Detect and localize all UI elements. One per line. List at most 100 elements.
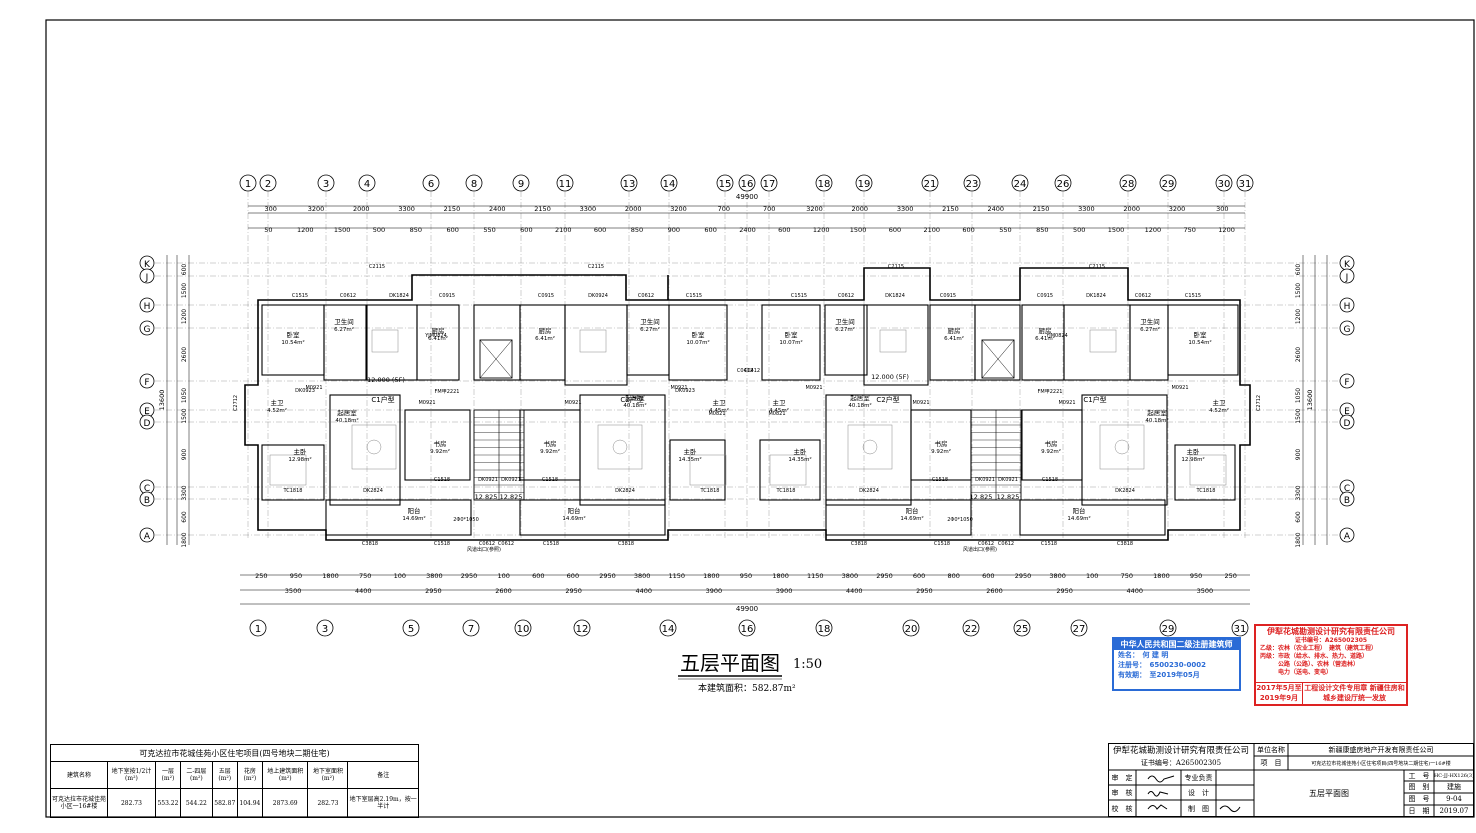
dim-text-top1: 2400 [987, 205, 1004, 213]
dim-text-top2: 850 [631, 226, 643, 234]
axis-number-top: 3 [323, 179, 329, 190]
room-wall [1167, 304, 1239, 376]
door-tag: M0921 [912, 400, 929, 406]
window-tag: TC1818 [776, 488, 796, 494]
sofa-set [351, 424, 397, 470]
window-tag: C0612 [1135, 293, 1151, 299]
dim-text-bottom2: 4400 [1127, 587, 1144, 595]
dim-text-bottom1: 100 [497, 572, 509, 580]
room-wall [261, 444, 325, 501]
dim-text-bottom2: 4400 [846, 587, 863, 595]
dim-right: 1800 [1295, 532, 1302, 547]
area-table-header: 一层(m²) [154, 761, 182, 789]
room-name: 主卧 [1187, 447, 1201, 456]
window-tag: DK2824 [615, 488, 635, 494]
room-name: 卧室 [287, 330, 301, 339]
dim-total-bottom: 49900 [736, 605, 758, 613]
dim-text-bottom1: 2950 [599, 572, 616, 580]
window-tag: C0915 [940, 293, 956, 299]
room-wall [1021, 304, 1065, 381]
room-area: 9.92m² [430, 448, 450, 455]
tb-role: 审 定 [1111, 773, 1133, 782]
door-tag: M0921 [670, 385, 687, 391]
room-area: 10.54m² [1188, 339, 1211, 346]
room-wall [759, 439, 821, 501]
stair-note: 风道出口(参照) [467, 546, 501, 553]
room-name: 主卧 [684, 447, 698, 456]
room-area: 4.52m² [267, 407, 287, 414]
axis-number-top: 8 [471, 179, 477, 190]
axis-bubble-left [139, 491, 155, 507]
room-area: 9.92m² [931, 448, 951, 455]
dim-right: 2600 [1295, 347, 1302, 362]
axis-number-top: 26 [1057, 179, 1070, 190]
room-area: 6.41m² [944, 335, 964, 342]
dim-text-top1: 3300 [580, 205, 597, 213]
window-tag: C1518 [543, 541, 559, 547]
dim-right: 1500 [1295, 408, 1302, 423]
dim-text-top2: 600 [962, 226, 974, 234]
dim-text-top2: 900 [668, 226, 680, 234]
tb-unit-label: 单位名称 [1257, 745, 1285, 754]
axis-bubble-bottom [249, 619, 267, 637]
axis-number-top: 6 [428, 179, 434, 190]
axis-bubble-bottom [962, 619, 980, 637]
room-area: 9.92m² [1041, 448, 1061, 455]
tb-meta-label: 图 别 [1408, 783, 1430, 791]
room-wall [1129, 304, 1169, 381]
dim-text-bottom1: 600 [567, 572, 579, 580]
axis-number-bottom: 5 [408, 624, 414, 635]
bed [1189, 454, 1227, 486]
tb-project-value: 可克达拉市花城佳苑小区住宅项目(四号地块二期住宅)一16#楼 [1311, 760, 1451, 767]
tb-meta-value: 建施 [1447, 783, 1461, 791]
window-tag: C1515 [791, 293, 807, 299]
other-tag: C2712 [1256, 395, 1262, 411]
room-wall [325, 499, 472, 536]
dim-text-top1: 2150 [534, 205, 551, 213]
room-area: 14.69m² [900, 515, 923, 522]
room-name: 阳台 [568, 506, 581, 515]
room-name: 主卫 [1213, 398, 1227, 407]
door-tag: DK0923 [295, 388, 315, 394]
dim-text-top1: 700 [763, 205, 775, 213]
architect-stamp-header: 中华人民共和国二级注册建筑师 [1114, 639, 1239, 650]
area-table-cell: 582.87 [211, 788, 238, 818]
window-tag: C1518 [434, 477, 450, 483]
dim-text-top1: 2150 [1033, 205, 1050, 213]
axis-bubble-bottom [514, 619, 532, 637]
window-tag: C1518 [932, 477, 948, 483]
dim-text-top2: 600 [778, 226, 790, 234]
sofa-set [847, 424, 893, 470]
room-wall [1019, 499, 1166, 536]
window-tag: DK1824 [1086, 293, 1106, 299]
dim-text-top2: 850 [410, 226, 422, 234]
window-tag: C0612 [638, 293, 654, 299]
dim-right: 3300 [1295, 485, 1302, 500]
dim-text-bottom1: 2950 [461, 572, 478, 580]
door-tag: M0821 [768, 411, 785, 417]
window-tag: C1518 [1042, 477, 1058, 483]
window-tag: DK2824 [1115, 488, 1135, 494]
door-tag: DK0923 [675, 388, 695, 394]
bed [269, 454, 307, 486]
area-table-header: 建筑名称 [50, 761, 108, 789]
dim-text-bottom1: 600 [532, 572, 544, 580]
tb-company: 伊犁花城勘测设计研究有限责任公司 [1112, 746, 1249, 756]
dim-text-top2: 850 [1036, 226, 1048, 234]
qual-seal-text: 工程设计文件专用章 新疆住房和城乡建设厅统一发放 [1304, 684, 1405, 702]
room-name: 厨房 [948, 326, 961, 335]
tb-meta-label: 图 号 [1408, 795, 1430, 803]
room-name: 书房 [1045, 439, 1058, 448]
dim-text-top2: 500 [373, 226, 385, 234]
tb-role2: 专业负责 [1184, 773, 1213, 782]
dim-text-top1: 3200 [670, 205, 687, 213]
tb-meta-value: HC-JJ-HX126(3) [1434, 772, 1474, 779]
dim-text-top1: 2400 [489, 205, 506, 213]
axis-letter-right: E [1344, 407, 1350, 417]
room-area: 4.45m² [709, 407, 729, 414]
room-wall [579, 394, 666, 506]
dim-text-top1: 3200 [806, 205, 823, 213]
axis-number-top: 4 [364, 179, 370, 190]
room-wall [1063, 304, 1131, 381]
